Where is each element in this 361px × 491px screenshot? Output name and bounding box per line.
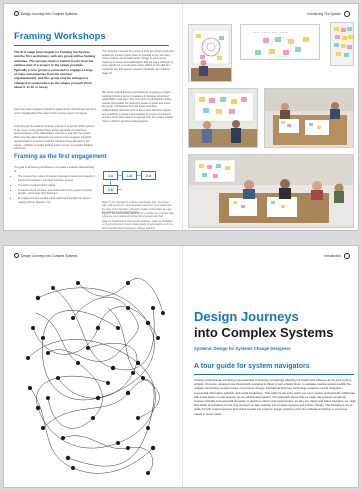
design-journeys-spread: Design Journeys into Complex Systems xyxy=(3,245,359,488)
page-title: Framing Workshops xyxy=(14,31,106,42)
column-paragraph-b: We share original framing workshops for … xyxy=(102,91,173,123)
sticky-wall-photo xyxy=(330,22,354,66)
circle-logo-icon xyxy=(14,11,19,16)
section-title: A tour guide for system navigators xyxy=(194,363,310,370)
figure-caption: Figure 5: As several parts, identified f… xyxy=(102,212,174,219)
bullet-list: The scope of the system of interest (bou… xyxy=(14,175,100,206)
page-gutter xyxy=(182,4,183,230)
body-paragraph-1: Less than team members should be aware o… xyxy=(14,108,96,115)
running-header-right: Introduction xyxy=(324,253,350,259)
section-subheading: Framing as the first engagement xyxy=(14,154,107,160)
book-subtitle: Systemic Design for Systems Change Desig… xyxy=(194,346,291,351)
circle-logo-icon xyxy=(344,11,350,17)
column-paragraph-a: The company increase the outcome from th… xyxy=(102,50,174,75)
list-item: Emerging and new questions that might ne… xyxy=(18,197,100,204)
figure-caption: Figure 6: Nevertheless observed the fiel… xyxy=(102,220,173,230)
circle-logo-icon xyxy=(344,253,350,259)
diagram-box: 2.a xyxy=(141,171,156,180)
running-header-left: Design Journeys into Complex Systems xyxy=(14,11,77,16)
complex-network-illustration xyxy=(26,278,165,475)
list-item: The action involved (donor (deep) xyxy=(18,184,100,188)
intro-paragraph: Creative professionals are facing unprec… xyxy=(194,378,356,416)
diagram-box: 2.b xyxy=(103,185,118,194)
list-item: The scope of the system of interest (bou… xyxy=(18,175,100,182)
diagram-box: 1.a xyxy=(103,171,118,180)
body-paragraph-2: A primary aim for systemic change projec… xyxy=(14,125,95,151)
book-title-line-1: Design Journeys xyxy=(194,309,299,324)
running-header-left: Design Journeys into Complex Systems xyxy=(14,253,77,258)
list-item: A shared map of contexts, and of the act… xyxy=(18,189,100,196)
book-title-line-2: into Complex Systems xyxy=(194,325,334,340)
circle-logo-icon xyxy=(14,253,19,258)
running-header-text: Design Journeys into Complex Systems xyxy=(21,11,78,16)
figure-caption: Figure 4: An important to propose a seco… xyxy=(102,201,172,215)
stage-diagram: 1.a 1.b 2.a 2.b xyxy=(103,171,159,197)
diagram-box: 1.b xyxy=(122,171,137,180)
running-header-text: Design Journeys into Complex Systems xyxy=(21,253,78,258)
page-gutter xyxy=(182,246,183,487)
book-title: Design Journeys into Complex Systems xyxy=(194,309,333,341)
workshop-group-photo xyxy=(188,88,258,148)
intro-paragraph: The first stage (and chapter) is Framing… xyxy=(14,50,96,90)
workshop-photo xyxy=(188,24,232,82)
title-rule xyxy=(14,45,169,46)
running-header-text: Introduction xyxy=(324,254,341,258)
section-rule xyxy=(194,374,354,375)
framing-workshops-spread: Design Journeys into Complex Systems Fra… xyxy=(3,3,359,231)
body-paragraph-3: The goal of all framing workshops is to … xyxy=(14,166,95,173)
running-header-right: Introducing The System xyxy=(307,11,350,17)
running-header-text: Introducing The System xyxy=(307,12,341,16)
diagram-connectors xyxy=(110,175,141,190)
system-map-photo: ~~ ~~~ ~~ ~~~ xyxy=(240,24,320,60)
workshop-room-photo xyxy=(188,154,354,228)
workshop-table-photo xyxy=(264,88,354,148)
svg-text:~~ ~~~ ~~ ~~~: ~~ ~~~ ~~ ~~~ xyxy=(253,30,288,35)
